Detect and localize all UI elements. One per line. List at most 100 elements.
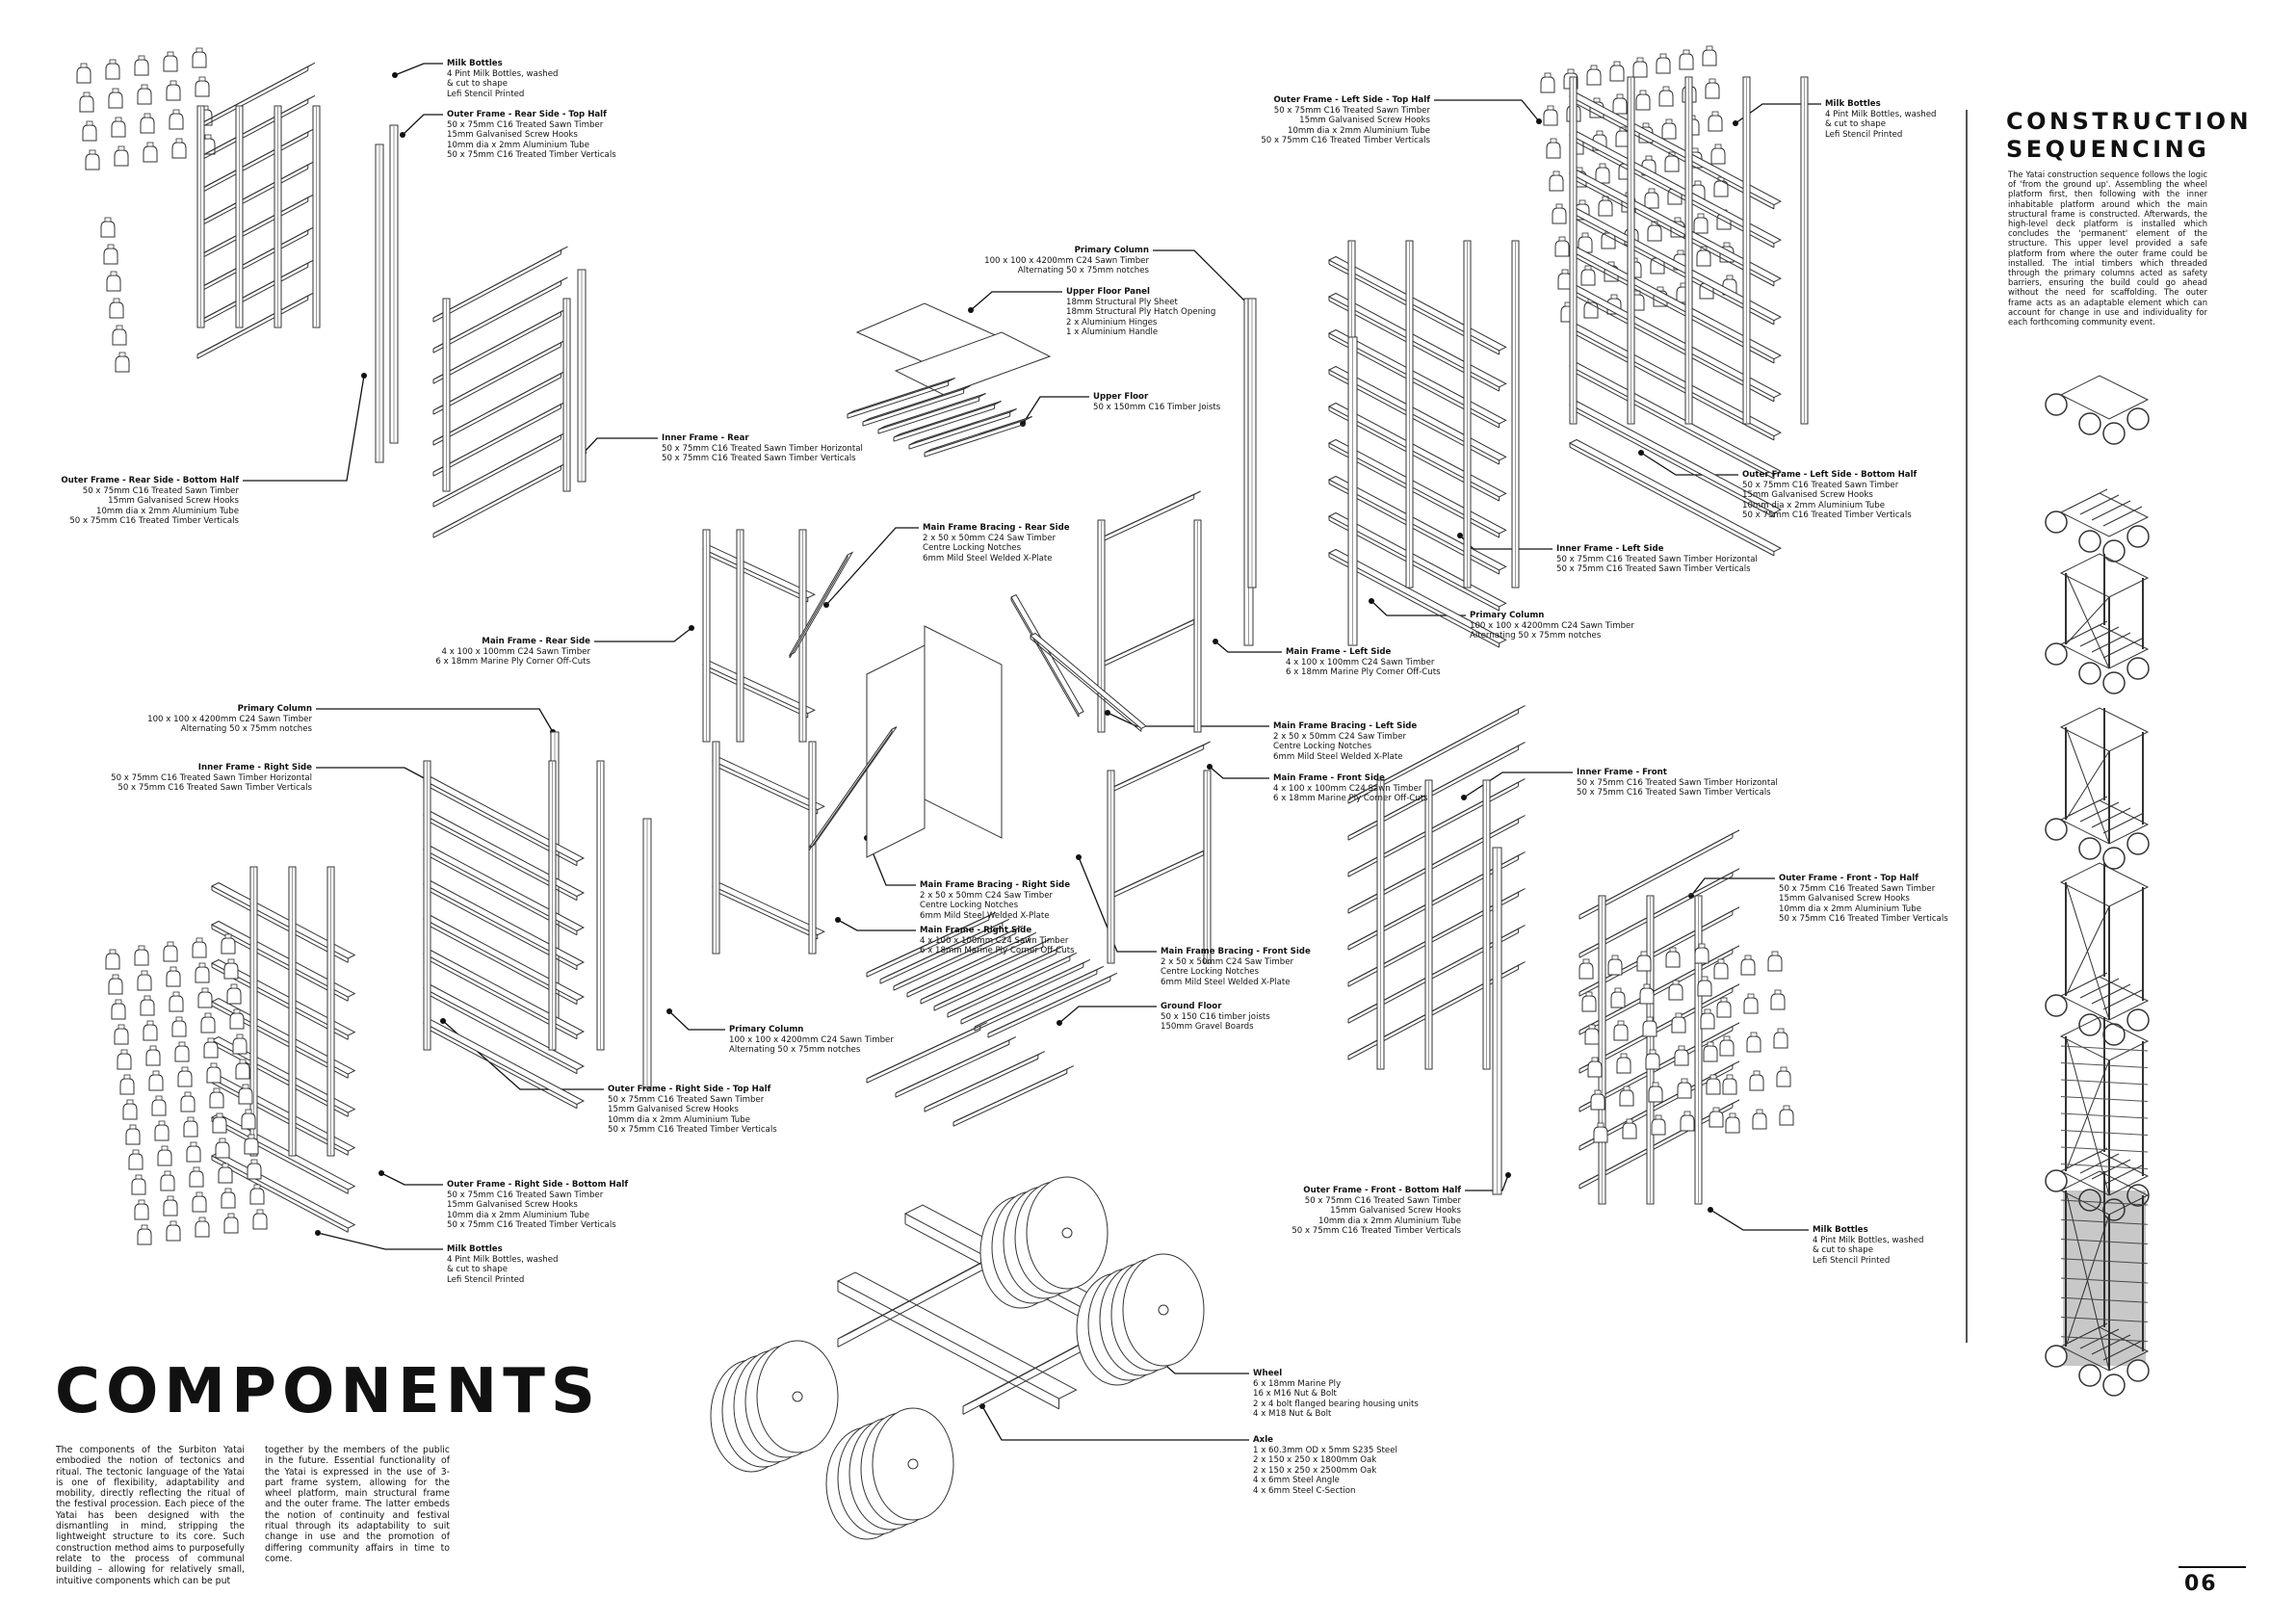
milk-bottle-icon: [163, 945, 178, 962]
wheel-icon: [2102, 539, 2126, 562]
component-label-spec: 6mm Mild Steel Welded X-Plate: [1273, 751, 1403, 762]
milk-bottle-icon: [137, 974, 152, 991]
milk-bottle-icon: [1705, 82, 1720, 99]
component-label-spec: 50 x 150 C16 timber joists: [1161, 1011, 1270, 1022]
milk-bottle-icon: [174, 1045, 190, 1062]
ground-floor-board: [947, 952, 1078, 1018]
component-label-spec: Alternating 50 x 75mm notches: [180, 724, 312, 735]
milk-bottle-icon: [221, 1191, 236, 1209]
milk-bottle-icon: [103, 248, 118, 265]
upper-floor-joist: [877, 393, 986, 434]
wheel-icon: [2078, 1364, 2101, 1387]
ground-floor-joist: [952, 1065, 1075, 1127]
ground-floor-board: [933, 945, 1064, 1011]
frame-vertical: [1482, 779, 1491, 1070]
milk-bottle-icon: [128, 1153, 144, 1170]
milk-bottle-icon: [111, 1003, 126, 1020]
milk-bottle-icon: [1694, 947, 1709, 964]
component-label-spec: 50 x 75mm C16 Treated Sawn Timber Vertic…: [1577, 788, 1771, 798]
milk-bottle-icon: [1540, 76, 1555, 93]
milk-bottle-icon: [1710, 147, 1726, 165]
milk-bottle-icon: [1767, 955, 1783, 972]
component-label-spec: 15mm Galvanised Screw Hooks: [1299, 116, 1430, 126]
frame-rail: [196, 292, 316, 359]
component-label-spec: 15mm Galvanised Screw Hooks: [447, 1200, 578, 1211]
leader-line: [1022, 396, 1089, 425]
frame-vertical: [442, 298, 451, 492]
milk-bottle-icon: [1598, 199, 1613, 217]
leader-line: [837, 919, 916, 931]
component-label-spec: 50 x 75mm C16 Treated Timber Verticals: [447, 150, 616, 161]
wheel-icon: [1076, 1253, 1205, 1386]
leader-dot: [1369, 598, 1374, 604]
frame-rail: [432, 461, 568, 538]
component-label-spec: 100 x 100 x 4200mm C24 Sawn Timber: [1470, 620, 1634, 631]
milk-bottle-icon: [148, 1074, 164, 1091]
component-label-spec: 1 x Aluminium Handle: [1066, 327, 1159, 338]
component-label-spec: 50 x 75mm C16 Treated Sawn Timber: [1273, 105, 1430, 116]
milk-bottle-icon: [226, 987, 242, 1005]
component-label-spec: 15mm Galvanised Screw Hooks: [447, 130, 578, 141]
component-label-title: Main Frame Bracing - Left Side: [1273, 721, 1418, 731]
component-label-spec: 50 x 75mm C16 Treated Sawn Timber Horizo…: [662, 443, 863, 454]
bracing: [1010, 593, 1084, 718]
wheel-icon: [2126, 407, 2150, 431]
milk-bottle-icon: [1702, 49, 1717, 66]
milk-bottle-cluster: [76, 47, 216, 170]
component-label-spec: 2 x 150 x 250 x 2500mm Oak: [1253, 1465, 1377, 1476]
leader-line: [316, 767, 432, 783]
milk-bottle-icon: [249, 1188, 265, 1205]
component-label-title: Main Frame - Left Side: [1286, 647, 1392, 657]
milk-bottle-cluster: [1578, 943, 1724, 1143]
component-label-spec: 6mm Mild Steel Welded X-Plate: [1161, 977, 1291, 987]
leader-line: [316, 708, 554, 733]
frame-rail: [1107, 847, 1211, 901]
milk-bottle-icon: [111, 120, 126, 138]
milk-bottle-icon: [1752, 1112, 1767, 1130]
component-label-spec: 2 x 50 x 50mm C24 Saw Timber: [1161, 956, 1294, 967]
milk-bottle-icon: [186, 1145, 201, 1163]
milk-bottle-icon: [1610, 991, 1626, 1008]
component-label-title: Milk Bottles: [447, 1244, 503, 1254]
leader-line: [1465, 1174, 1509, 1191]
component-label-spec: 16 x M16 Nut & Bolt: [1253, 1389, 1337, 1400]
component-label-spec: 50 x 75mm C16 Treated Timber Verticals: [608, 1125, 777, 1136]
frame-rail: [432, 338, 568, 415]
frame-vertical: [712, 741, 720, 955]
component-label-spec: 10mm dia x 2mm Aluminium Tube: [96, 506, 239, 516]
component-label-title: Primary Column: [1470, 611, 1545, 620]
frame-rail: [432, 369, 568, 446]
leader-dot: [1536, 118, 1542, 124]
milk-bottle-cluster: [105, 933, 268, 1245]
milk-bottle-icon: [1616, 1057, 1631, 1074]
milk-bottle-icon: [195, 80, 210, 97]
leader-line: [1209, 766, 1269, 779]
frame-vertical: [1463, 240, 1472, 589]
frame-rail: [701, 544, 816, 603]
milk-bottle-icon: [119, 1078, 135, 1095]
milk-bottle-icon: [125, 1128, 141, 1145]
frame-rail: [701, 660, 816, 719]
wheel-icon: [979, 1176, 1109, 1309]
component-label-spec: 2 x 50 x 50mm C24 Saw Timber: [923, 533, 1057, 543]
milk-bottle-icon: [200, 1016, 216, 1033]
leader-line: [402, 114, 443, 136]
outer-vertical: [375, 144, 384, 463]
milk-bottle-icon: [1619, 1089, 1634, 1107]
sequence-step-7: [2045, 1170, 2150, 1397]
sequencing-paragraph: The Yatai construction sequence follows …: [2008, 170, 2207, 327]
ground-floor-joist: [895, 1036, 1017, 1098]
frame-vertical: [235, 105, 244, 328]
component-label-spec: Alternating 50 x 75mm notches: [1017, 266, 1149, 276]
milk-bottle-icon: [134, 59, 149, 76]
component-label-spec: 50 x 75mm C16 Treated Sawn Timber: [447, 119, 604, 130]
component-label-spec: 4 x 100 x 100mm C24 Sawn Timber: [1286, 657, 1435, 667]
milk-bottle-icon: [1635, 93, 1651, 111]
component-label-spec: 4 x 100 x 100mm C24 Sawn Timber: [920, 935, 1069, 946]
milk-bottle-icon: [1554, 240, 1570, 257]
frame-rail: [1347, 742, 1526, 841]
milk-bottle-icon: [1636, 955, 1652, 972]
